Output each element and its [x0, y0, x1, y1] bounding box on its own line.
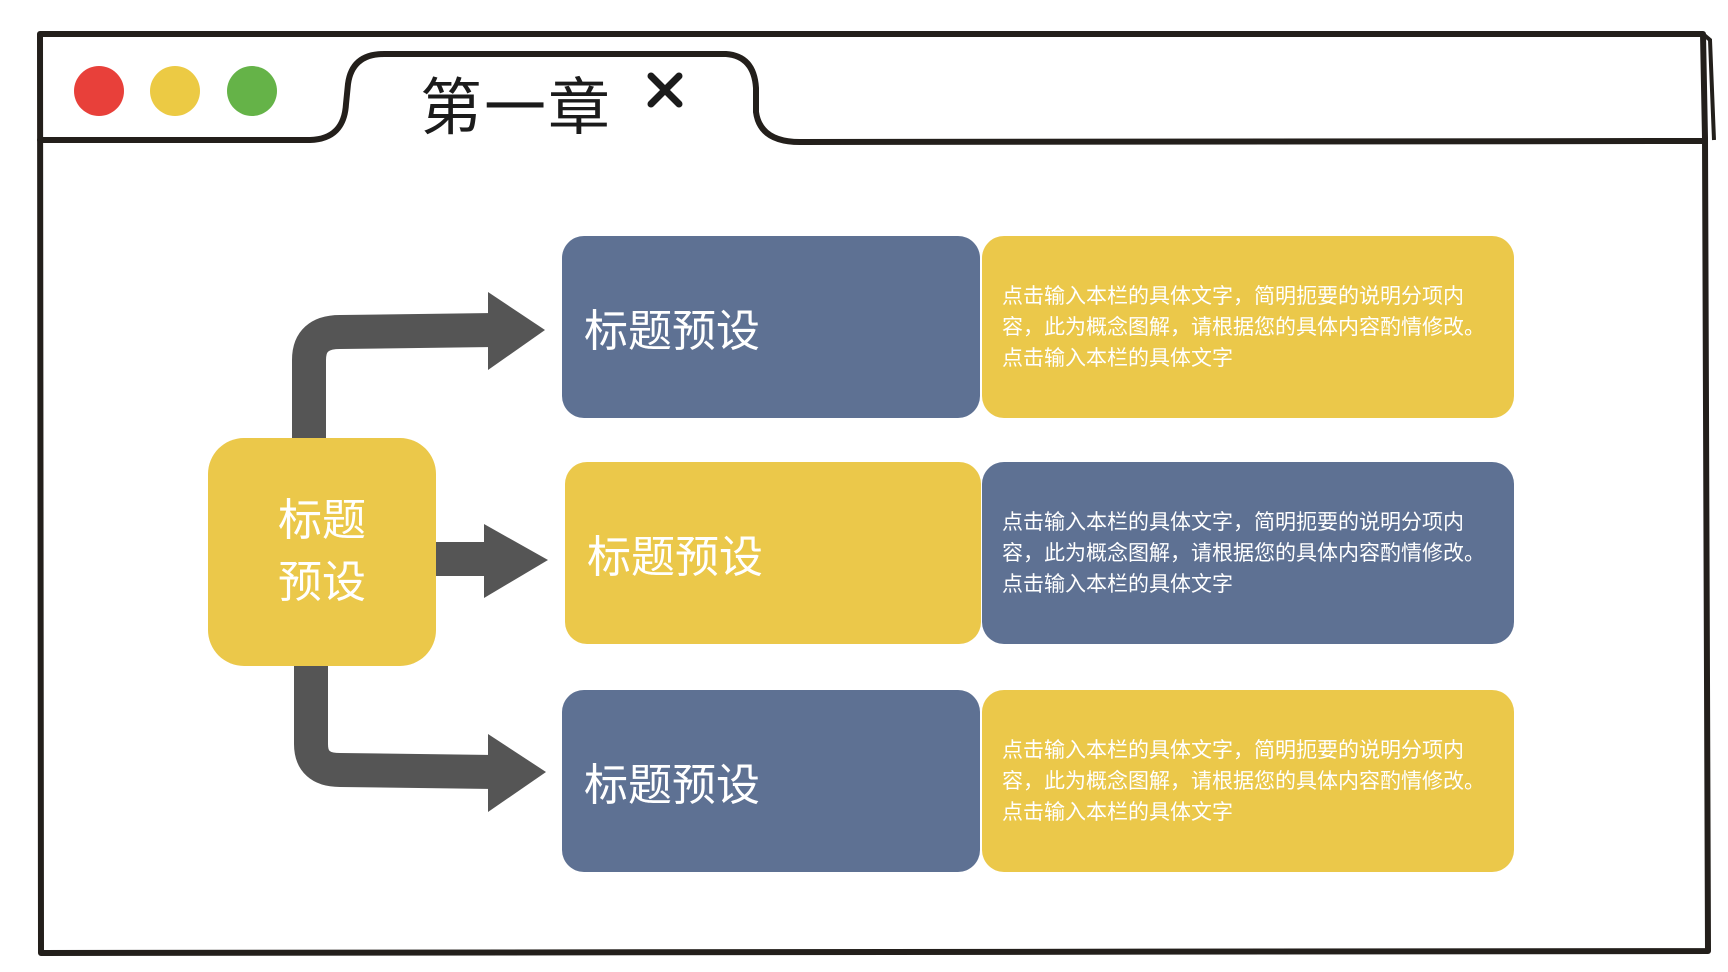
row-3-text-box: 点击输入本栏的具体文字，简明扼要的说明分项内容，此为概念图解，请根据您的具体内容… — [982, 690, 1514, 872]
window-close-dot[interactable] — [74, 66, 124, 116]
arrow-head-bottom — [488, 734, 546, 812]
close-icon[interactable] — [645, 70, 685, 110]
arrow-head-middle — [484, 524, 548, 598]
window-minimize-dot[interactable] — [150, 66, 200, 116]
row-2-title-box: 标题预设 — [565, 462, 981, 644]
flow-arrows — [292, 292, 548, 812]
row-1-text-box: 点击输入本栏的具体文字，简明扼要的说明分项内容，此为概念图解，请根据您的具体内容… — [982, 236, 1514, 418]
center-node: 标题 预设 — [208, 438, 436, 666]
row-2-text-box: 点击输入本栏的具体文字，简明扼要的说明分项内容，此为概念图解，请根据您的具体内容… — [982, 462, 1514, 644]
tab-title[interactable]: 第一章 — [420, 71, 613, 144]
window-maximize-dot[interactable] — [227, 66, 277, 116]
arrow-head-top — [488, 292, 545, 370]
row-3-title-box: 标题预设 — [562, 690, 980, 872]
row-1-title-box: 标题预设 — [562, 236, 980, 418]
